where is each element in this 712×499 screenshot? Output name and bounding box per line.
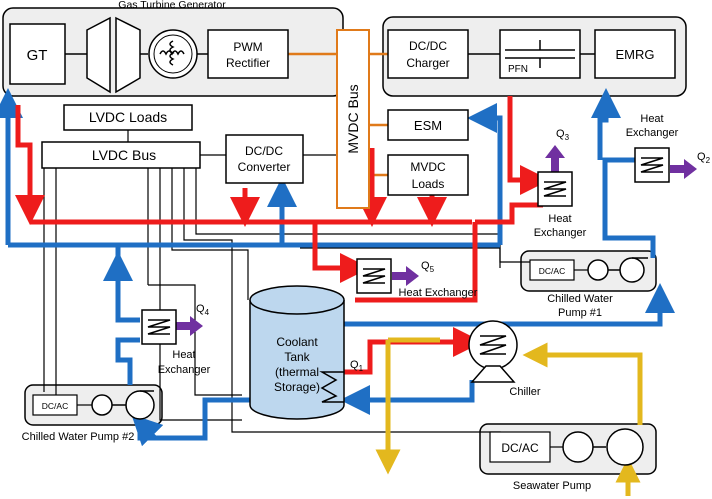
hx-q3-label-1: Heat xyxy=(548,213,571,225)
motor-icon xyxy=(91,394,113,416)
pump-icon xyxy=(606,428,644,466)
generator-icon xyxy=(148,29,198,79)
chilled-water-pump-2-title: Chilled Water Pump #2 xyxy=(22,431,135,443)
dcdc-converter-label-1: DC/DC xyxy=(245,144,283,158)
dcac-1-label: DC/AC xyxy=(539,266,565,276)
hx-q4-label-2: Exchanger xyxy=(158,364,211,376)
lvdc-bus-box xyxy=(41,141,201,169)
lvdc-loads-box xyxy=(63,104,193,131)
capacitor-icon xyxy=(505,40,575,68)
motor-icon xyxy=(587,259,609,281)
esm-label: ESM xyxy=(414,118,442,133)
tank-coil-icon xyxy=(319,371,344,403)
hx-top-right-label-2: Exchanger xyxy=(626,127,679,139)
chiller-label: Chiller xyxy=(509,386,541,398)
mvdc-bus-label: MVDC Bus xyxy=(345,84,361,153)
turbine-shape xyxy=(115,16,141,94)
pump-icon xyxy=(125,390,155,420)
hx-q3-label-2: Exchanger xyxy=(534,227,587,239)
compressor-shape xyxy=(86,16,111,94)
pwm-rectifier-label-2: Rectifier xyxy=(226,56,270,70)
coolant-tank-label-3: (thermal xyxy=(275,365,319,379)
coolant-tank-label-2: Tank xyxy=(284,350,310,364)
q2-label: Q2 xyxy=(697,151,711,165)
seawater-pump-title: Seawater Pump xyxy=(513,480,591,492)
pfn-box xyxy=(499,29,581,79)
coolant-tank-label-4: Storage) xyxy=(274,380,320,394)
dcac-sea-box xyxy=(489,431,551,463)
lvdc-loads-label: LVDC Loads xyxy=(89,109,167,125)
dcac-sea-label: DC/AC xyxy=(501,441,539,455)
dcdc-converter-box xyxy=(225,134,304,184)
pfn-label: PFN xyxy=(508,64,528,75)
pwm-rectifier-box xyxy=(207,29,289,79)
heat-exchanger-icon xyxy=(634,147,670,183)
mvdc-bus-box xyxy=(336,29,370,209)
cold-coolant-lines xyxy=(0,88,675,447)
emrg-label: EMRG xyxy=(616,47,655,62)
pwm-rectifier-label-1: PWM xyxy=(233,40,262,54)
lvdc-bus-label: LVDC Bus xyxy=(92,147,156,163)
coolant-tank xyxy=(249,285,345,420)
gt-box xyxy=(9,23,66,85)
gas-turbine xyxy=(9,16,289,94)
dcdc-charger-label-1: DC/DC xyxy=(409,39,447,53)
dcac-2-label: DC/AC xyxy=(42,401,68,411)
q4-label: Q4 xyxy=(196,303,210,317)
mvdc-loads-label-1: MVDC xyxy=(410,160,446,174)
q2-arrow xyxy=(670,159,697,179)
heat-out-arrows xyxy=(176,145,697,336)
emrg-box xyxy=(594,29,676,79)
mvdc-links xyxy=(288,52,388,177)
gas-turbine-generator-title: Gas Turbine Generator xyxy=(118,0,226,11)
gt-label: GT xyxy=(27,47,48,64)
heat-exchanger-icon xyxy=(537,171,573,207)
esm-box xyxy=(387,109,469,141)
q4-arrow xyxy=(176,316,203,336)
seawater-lines xyxy=(375,337,643,496)
heat-exchanger-icon xyxy=(141,309,177,345)
motor-icon xyxy=(562,431,594,463)
pump-icon xyxy=(619,257,645,283)
q3-arrow xyxy=(545,145,565,172)
q1-label: Q1 xyxy=(350,359,364,373)
hx-top-right-label-1: Heat xyxy=(640,113,663,125)
coolant-tank-label-1: Coolant xyxy=(276,335,318,349)
dcdc-charger-box xyxy=(387,29,469,79)
dcdc-converter-label-2: Converter xyxy=(238,160,291,174)
mvdc-loads-label-2: Loads xyxy=(412,177,445,191)
q5-label: Q5 xyxy=(421,260,435,274)
chiller xyxy=(468,320,518,383)
chilled-water-pump-1-title-2: Pump #1 xyxy=(558,307,602,319)
chilled-water-pump-1-title-1: Chilled Water xyxy=(547,293,613,305)
dcdc-charger-label-2: Charger xyxy=(406,56,449,70)
mvdc-loads-box xyxy=(387,154,469,196)
q3-label: Q3 xyxy=(556,128,570,142)
hx-q5-label: Heat Exchanger xyxy=(399,287,478,299)
q5-arrow xyxy=(392,266,419,286)
heat-exchanger-icon xyxy=(356,258,392,294)
hx-q4-label-1: Heat xyxy=(172,349,195,361)
